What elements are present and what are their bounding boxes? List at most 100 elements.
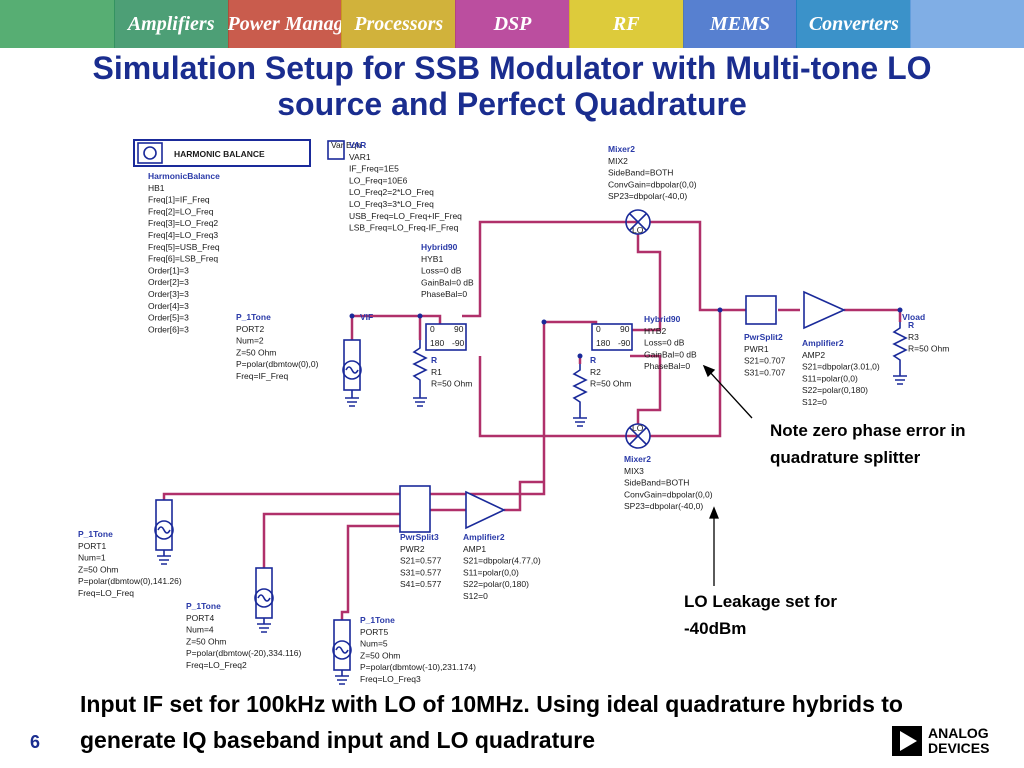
mixer3-params: Mixer2MIX3SideBand=BOTHConvGain=dbpolar(… — [624, 454, 713, 511]
mixer2-symbol — [625, 209, 651, 235]
param-line: Order[5]=3 — [148, 313, 189, 323]
param-line: PwrSplit3 — [400, 532, 439, 542]
param-line: S22=polar(0,180) — [802, 385, 868, 395]
param-line: Num=5 — [360, 639, 388, 649]
hb-controller-box — [133, 139, 311, 167]
wire-load — [844, 308, 902, 322]
amplifier1-symbol — [465, 490, 506, 530]
param-line: VAR — [349, 140, 366, 150]
port4-source-symbol — [254, 567, 274, 619]
param-line: S21=0.577 — [400, 556, 442, 566]
param-line: Freq[1]=IF_Freq — [148, 195, 210, 205]
param-line: R=50 Ohm — [431, 379, 472, 389]
wire-port1 — [162, 492, 400, 500]
param-line: SideBand=BOTH — [608, 168, 673, 178]
param-line: S12=0 — [802, 397, 827, 407]
param-line: SP23=dbpolar(-40,0) — [624, 501, 703, 511]
hyb1-pin-90: 90 — [454, 324, 464, 334]
hyb1-pin-0: 0 — [430, 324, 435, 334]
mixer3-symbol — [625, 423, 651, 449]
param-line: R — [908, 320, 914, 330]
param-line: Z=50 Ohm — [186, 636, 226, 646]
wire-port5 — [340, 524, 400, 620]
banner-segment: Converters — [796, 0, 912, 48]
hyb1-pin-180: 180 — [430, 338, 444, 348]
wire-hyb2-in — [544, 320, 598, 328]
analog-devices-logo: ANALOG DEVICES — [892, 724, 1002, 762]
param-line: PhaseBal=0 — [644, 361, 690, 371]
var-eqn-box — [327, 140, 345, 160]
param-line: PWR1 — [744, 344, 769, 354]
param-line: S31=0.577 — [400, 567, 442, 577]
hyb2-pin-0: 0 — [596, 324, 601, 334]
param-line: Z=50 Ohm — [78, 564, 118, 574]
param-line: Num=4 — [186, 625, 214, 635]
param-line: HarmonicBalance — [148, 171, 220, 181]
param-line: ConvGain=dbpolar(0,0) — [624, 489, 713, 499]
param-line: SideBand=BOTH — [624, 478, 689, 488]
param-line: Loss=0 dB — [421, 266, 462, 276]
page-number: 6 — [30, 732, 41, 752]
amp2-params: Amplifier2AMP2S21=dbpolar(3.01,0)S11=pol… — [802, 338, 880, 407]
note-lo-leakage: LO Leakage set for -40dBm — [684, 592, 838, 638]
hybrid1-symbol — [425, 323, 467, 351]
param-line: Amplifier2 — [802, 338, 844, 348]
param-line: Order[3]=3 — [148, 289, 189, 299]
param-line: R — [590, 355, 596, 365]
annotation-arrows — [702, 364, 753, 586]
hybrid2-symbol — [591, 323, 633, 351]
param-line: P=polar(dbmtow(0),141.26) — [78, 576, 182, 586]
param-line: S11=polar(0,0) — [802, 373, 858, 383]
param-line: PhaseBal=0 — [421, 289, 467, 299]
wire-mix3-out — [650, 310, 722, 438]
param-line: R=50 Ohm — [590, 379, 631, 389]
param-line: R2 — [590, 367, 601, 377]
param-line: PORT1 — [78, 541, 106, 551]
param-line: USB_Freq=LO_Freq+IF_Freq — [349, 211, 462, 221]
power-splitter-2-symbol — [745, 295, 777, 325]
param-line: Order[6]=3 — [148, 324, 189, 334]
param-line: LSB_Freq=LO_Freq-IF_Freq — [349, 223, 459, 233]
hyb2-pin-180: 180 — [596, 338, 610, 348]
param-line: Order[4]=3 — [148, 301, 189, 311]
resistor-r2-symbol — [572, 364, 588, 412]
param-line: R=50 Ohm — [908, 344, 949, 354]
param-line: Z=50 Ohm — [236, 347, 276, 357]
logo-triangle-icon — [892, 726, 922, 756]
param-line: S41=0.577 — [400, 579, 442, 589]
param-line: Order[2]=3 — [148, 277, 189, 287]
param-line: S12=0 — [463, 591, 488, 601]
amp1-params: Amplifier2AMP1S21=dbpolar(4.77,0)S11=pol… — [463, 532, 541, 601]
param-line: S31=0.707 — [744, 367, 786, 377]
param-line: P_1Tone — [186, 601, 221, 611]
param-line: R3 — [908, 332, 919, 342]
banner-segment: Processors — [341, 0, 457, 48]
hyb1-pin-m90: -90 — [452, 338, 465, 348]
param-line: S11=polar(0,0) — [463, 567, 519, 577]
param-line: Freq=LO_Freq — [78, 588, 134, 598]
param-line: S21=dbpolar(3.01,0) — [802, 362, 880, 372]
param-line: PwrSplit2 — [744, 332, 783, 342]
logo-line2: DEVICES — [928, 740, 990, 756]
parameter-blocks: HarmonicBalanceHB1Freq[1]=IF_FreqFreq[2]… — [78, 140, 949, 684]
param-line: IF_Freq=1E5 — [349, 164, 399, 174]
amplifier2-symbol — [803, 290, 846, 330]
banner-segment: DSP — [455, 0, 570, 48]
param-line: GainBal=0 dB — [644, 349, 697, 359]
param-line: Freq[2]=LO_Freq — [148, 206, 214, 216]
param-line: S21=dbpolar(4.77,0) — [463, 556, 541, 566]
param-line: Mixer2 — [608, 144, 635, 154]
param-line: LO_Freq2=2*LO_Freq — [349, 187, 434, 197]
banner-segment: MEMS — [682, 0, 798, 48]
logo-line1: ANALOG — [928, 725, 989, 741]
param-line: SP23=dbpolar(-40,0) — [608, 191, 687, 201]
param-line: Num=2 — [236, 336, 264, 346]
wire-mix2-lo — [630, 234, 662, 332]
